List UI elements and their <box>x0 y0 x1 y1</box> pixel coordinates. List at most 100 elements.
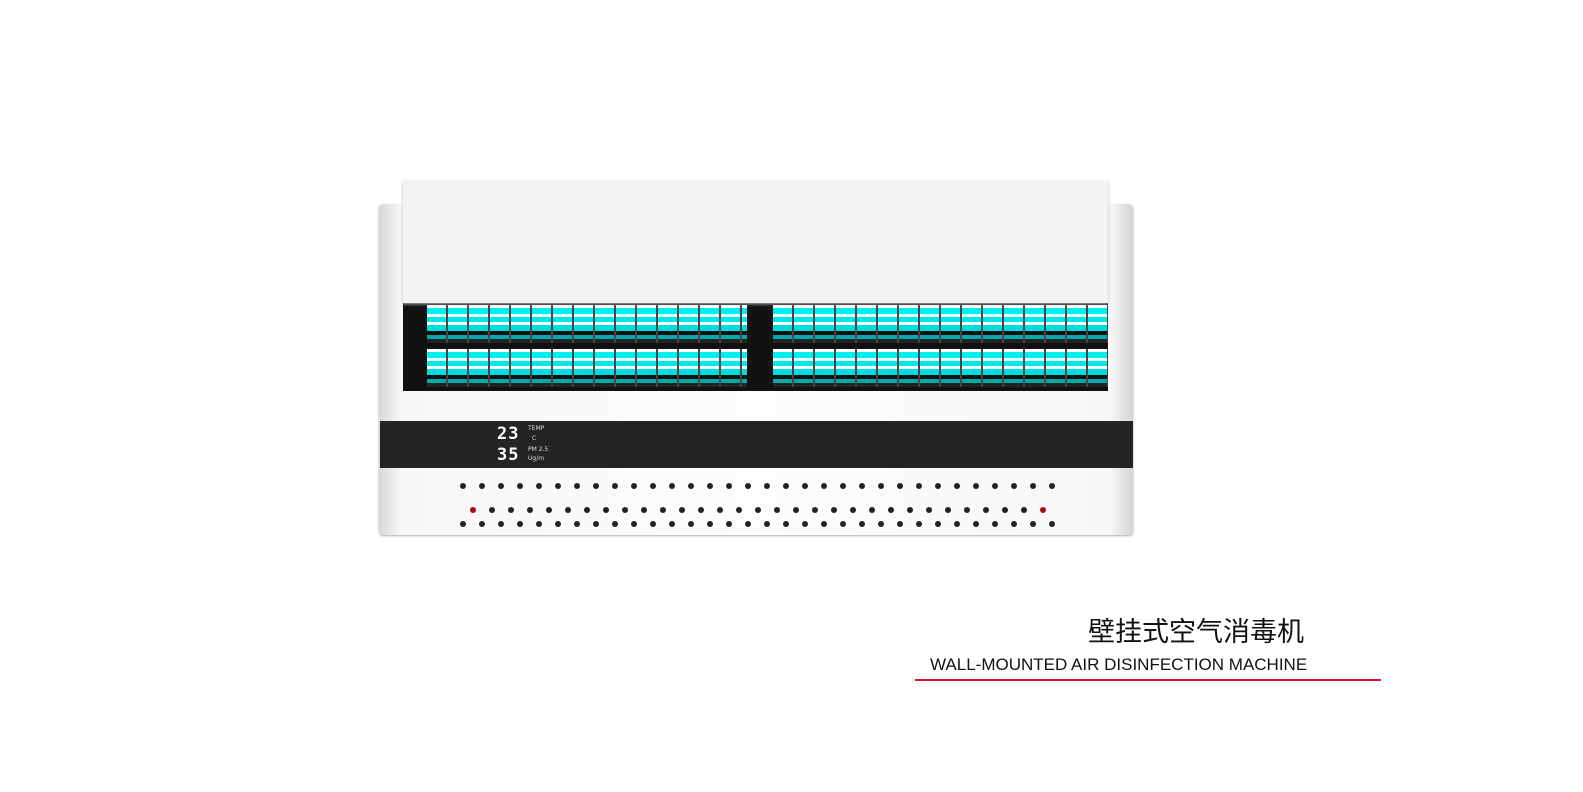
vent-hole <box>650 521 656 527</box>
vent-hole <box>878 521 884 527</box>
vent-hole <box>869 507 875 513</box>
pm-value: 35 <box>497 445 520 465</box>
vent-hole <box>669 521 675 527</box>
vent-hole <box>897 483 903 489</box>
vent-hole <box>593 483 599 489</box>
vent-hole <box>489 507 495 513</box>
vent-hole <box>916 483 922 489</box>
product-title-en: WALL-MOUNTED AIR DISINFECTION MACHINE <box>930 655 1308 674</box>
vent-hole <box>916 521 922 527</box>
vent-hole <box>755 507 761 513</box>
product-title-cn: 壁挂式空气消毒机 <box>1088 617 1304 648</box>
vent-hole <box>679 507 685 513</box>
vent-hole <box>897 521 903 527</box>
vent-hole <box>498 483 504 489</box>
vent-hole <box>802 483 808 489</box>
vent-hole <box>631 521 637 527</box>
temp-label: TEMP <box>528 425 545 432</box>
temp-unit: C <box>532 435 537 442</box>
vent-hole <box>565 507 571 513</box>
vent-hole <box>821 483 827 489</box>
vent-hole <box>992 521 998 527</box>
vent-hole <box>1049 521 1055 527</box>
vent-hole <box>650 483 656 489</box>
vent-hole <box>717 507 723 513</box>
accent-underline <box>915 679 1381 681</box>
vent-hole <box>1011 483 1017 489</box>
vent-hole <box>878 483 884 489</box>
vent-hole <box>1030 483 1036 489</box>
vent-hole <box>470 507 476 513</box>
vent-hole <box>850 507 856 513</box>
vent-hole <box>584 507 590 513</box>
display-panel: 23 TEMP C 35 PM 2.5 Ug/m <box>380 421 1133 468</box>
vent-hole <box>517 483 523 489</box>
vent-hole <box>973 521 979 527</box>
vent-hole <box>688 483 694 489</box>
vent-hole <box>517 521 523 527</box>
vent-hole <box>954 521 960 527</box>
vent-hole <box>1002 507 1008 513</box>
vent-hole <box>555 483 561 489</box>
vent-hole <box>964 507 970 513</box>
vent-hole <box>1049 483 1055 489</box>
vent-hole <box>821 521 827 527</box>
vent-hole <box>764 521 770 527</box>
vent-hole <box>1040 507 1046 513</box>
vent-hole <box>707 521 713 527</box>
uv-lamp <box>427 349 747 387</box>
vent-hole <box>840 521 846 527</box>
temp-value: 23 <box>497 424 520 444</box>
vent-hole <box>460 483 466 489</box>
vent-hole <box>726 521 732 527</box>
vent-hole <box>479 521 485 527</box>
vent-hole <box>840 483 846 489</box>
uv-lamp-grille <box>403 303 1108 391</box>
vent-hole <box>669 483 675 489</box>
vent-hole <box>479 483 485 489</box>
vent-hole <box>603 507 609 513</box>
vent-hole <box>793 507 799 513</box>
vent-hole <box>888 507 894 513</box>
vent-hole <box>1021 507 1027 513</box>
vent-hole <box>745 521 751 527</box>
uv-lamp <box>773 305 1108 343</box>
vent-hole <box>536 483 542 489</box>
vent-hole <box>536 521 542 527</box>
uv-lamp <box>773 349 1108 387</box>
vent-hole <box>546 507 552 513</box>
vent-hole <box>935 483 941 489</box>
vent-hole <box>1030 521 1036 527</box>
vent-hole <box>973 483 979 489</box>
vent-hole <box>574 483 580 489</box>
vent-hole <box>527 507 533 513</box>
vent-hole <box>508 507 514 513</box>
vent-hole <box>926 507 932 513</box>
vent-hole <box>1011 521 1017 527</box>
vent-hole <box>907 507 913 513</box>
vent-hole <box>641 507 647 513</box>
vent-hole <box>736 507 742 513</box>
vent-hole <box>935 521 941 527</box>
vent-hole <box>764 483 770 489</box>
vent-hole <box>498 521 504 527</box>
vent-hole <box>954 483 960 489</box>
vent-hole <box>688 521 694 527</box>
vent-hole <box>774 507 780 513</box>
vent-hole <box>831 507 837 513</box>
vent-hole <box>783 521 789 527</box>
vent-hole <box>555 521 561 527</box>
vent-hole <box>622 507 628 513</box>
pm-unit: Ug/m <box>528 455 545 462</box>
vent-hole <box>859 521 865 527</box>
vent-hole <box>812 507 818 513</box>
vent-hole <box>945 507 951 513</box>
uv-lamp <box>427 305 747 343</box>
vent-hole <box>802 521 808 527</box>
vent-hole <box>631 483 637 489</box>
vent-hole <box>745 483 751 489</box>
vent-hole <box>593 521 599 527</box>
top-cover <box>403 181 1108 303</box>
vent-hole <box>612 483 618 489</box>
vent-hole <box>859 483 865 489</box>
